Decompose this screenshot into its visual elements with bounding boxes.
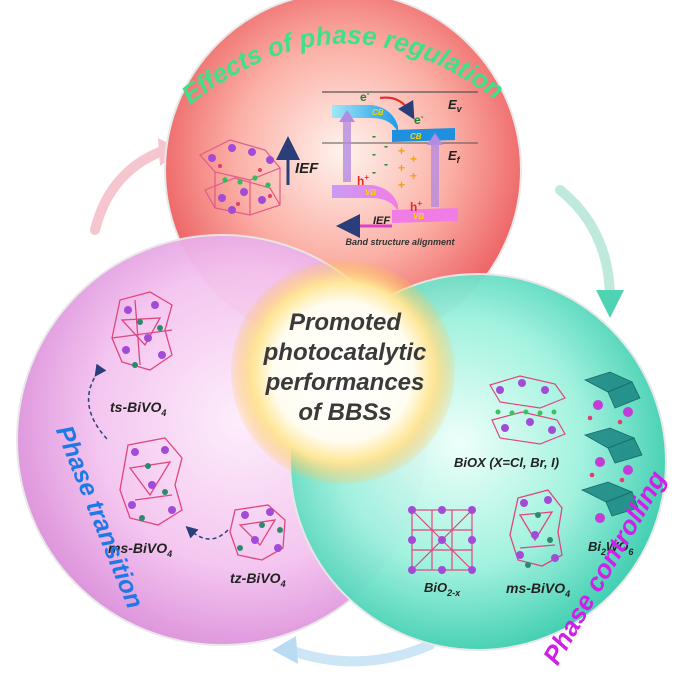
electron-label-left: e- (360, 89, 370, 104)
bio2x-label: BiO2-x (424, 580, 461, 598)
transition-arrow-ts-ms (87, 363, 109, 441)
center-line-1: Promoted (289, 309, 402, 336)
hole-label-right: h+ (410, 199, 422, 214)
center-line-3: performances (265, 369, 425, 396)
excitation-arrow-right (431, 143, 439, 207)
bi2wo6-crystal-icon (580, 371, 643, 523)
cb-left (332, 105, 398, 132)
tz-bivo4-crystal-icon (229, 504, 286, 561)
biox-crystal-icon (489, 375, 566, 445)
svg-text:+: + (398, 144, 405, 158)
ms-bivo4-label-right: ms-BiVO4 (506, 580, 570, 599)
hole-label-left: h+ (357, 173, 369, 188)
vb-right (392, 208, 458, 223)
cycle-arrow-bottom (285, 640, 435, 667)
center-line-4: of BBSs (298, 399, 391, 426)
band-diagram: Ev Ef CB CB VB VB e- e- h+ h+ ----- ++++… (322, 89, 478, 247)
cycle-arrow-right-head (596, 290, 624, 318)
cb-right-label: CB (410, 132, 422, 141)
svg-text:-: - (372, 129, 376, 143)
excitation-arrow-left (343, 120, 351, 182)
ief-label: IEF (295, 160, 319, 177)
transition-arrow-tz-ms (185, 525, 229, 540)
bi2wo6-label: Bi2WO6 (588, 539, 634, 557)
center-glow (231, 260, 455, 484)
cb-right (392, 128, 455, 142)
svg-text:-: - (372, 165, 376, 179)
cycle-arrow-top-left (90, 145, 170, 235)
svg-text:+: + (410, 152, 417, 166)
tz-bivo4-label: tz-BiVO4 (230, 570, 286, 589)
center-title: Promoted photocatalytic performances of … (263, 309, 427, 426)
ts-bivo4-crystal-icon (111, 291, 173, 371)
cb-left-label: CB (372, 108, 384, 117)
svg-text:-: - (384, 157, 388, 171)
svg-text:+: + (410, 169, 417, 183)
band-caption: Band structure alignment (345, 237, 455, 247)
cycle-arrow-bottom-head (272, 636, 298, 664)
ief-bottom-label: IEF (373, 215, 390, 227)
negative-charges: ----- (372, 129, 388, 179)
center-line-2: photocatalytic (263, 339, 427, 366)
svg-text:+: + (398, 161, 405, 175)
svg-text:-: - (372, 147, 376, 161)
ts-bivo4-label: ts-BiVO4 (110, 399, 166, 418)
positive-charges: + + + + + (398, 144, 417, 192)
vb-left-label: VB (365, 188, 376, 197)
cycle-arrow-right (555, 185, 615, 305)
ef-label: Ef (448, 148, 461, 165)
electron-label-right: e- (414, 112, 424, 127)
vb-left (332, 185, 398, 211)
layered-crystal-icon (199, 139, 281, 216)
vb-right-label: VB (413, 212, 424, 221)
ms-bivo4-label-left: ms-BiVO4 (108, 540, 172, 559)
ev-label: Ev (448, 97, 463, 114)
svg-text:-: - (384, 139, 388, 153)
svg-text:+: + (398, 178, 405, 192)
biox-label: BiOX (X=Cl, Br, I) (454, 455, 559, 470)
electron-transfer-arrow (379, 96, 415, 120)
